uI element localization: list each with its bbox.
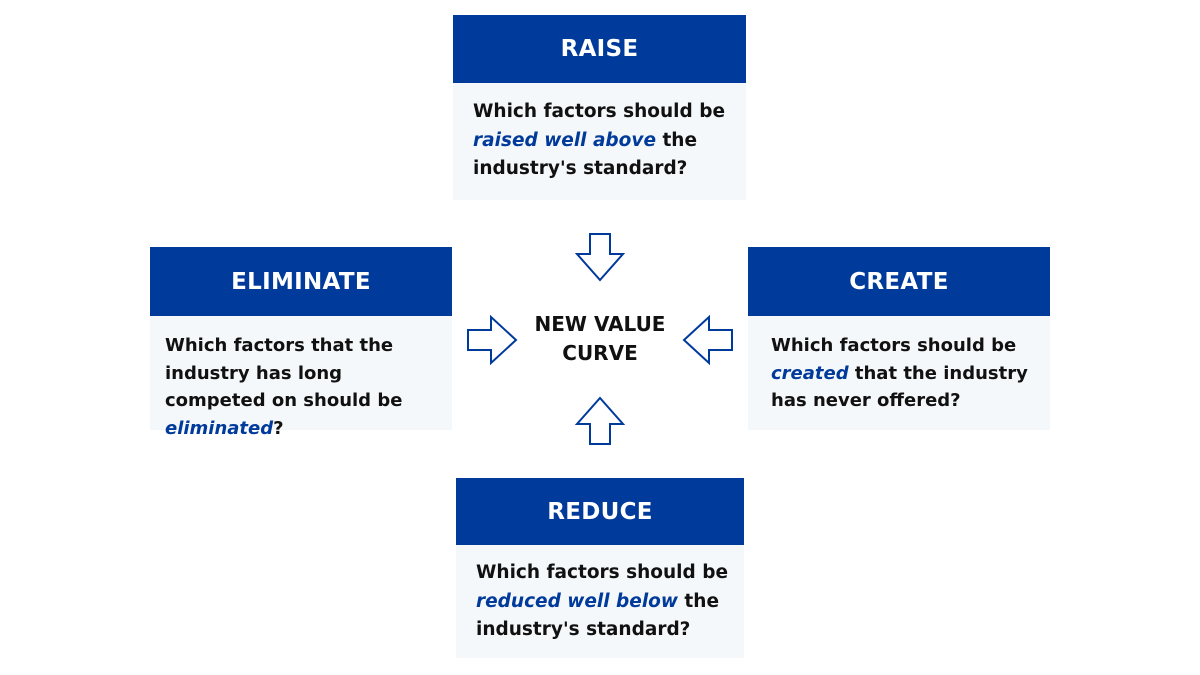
eliminate-question-before: Which factors that the industry has long…	[165, 335, 403, 411]
reduce-question-after: the industry's standard?	[476, 590, 719, 641]
raise-question: Which factors should be raised well abov…	[453, 83, 746, 184]
create-title: CREATE	[748, 247, 1050, 316]
eliminate-title: ELIMINATE	[150, 247, 452, 316]
reduce-card: REDUCE Which factors should be reduced w…	[456, 478, 744, 658]
eliminate-question-after: ?	[273, 417, 284, 439]
center-label-line1: NEW VALUE	[534, 312, 666, 336]
create-question-after: that the industry has never offered?	[771, 362, 1028, 412]
raise-card: RAISE Which factors should be raised wel…	[453, 15, 746, 200]
arrow-right-icon	[467, 315, 518, 365]
arrow-up-icon	[574, 396, 626, 445]
reduce-question-before: Which factors should be	[476, 562, 728, 583]
reduce-title: REDUCE	[456, 478, 744, 545]
raise-question-after: the industry's standard?	[473, 129, 698, 180]
reduce-question: Which factors should be reduced well bel…	[456, 545, 744, 645]
create-card: CREATE Which factors should be created t…	[748, 247, 1050, 430]
center-label-line2: CURVE	[562, 341, 638, 365]
eliminate-card: ELIMINATE Which factors that the industr…	[150, 247, 452, 439]
create-question: Which factors should be created that the…	[748, 316, 1050, 415]
eliminate-question-emphasis: eliminated	[165, 417, 274, 439]
raise-title: RAISE	[453, 15, 746, 83]
eliminate-question: Which factors that the industry has long…	[150, 316, 452, 442]
reduce-question-emphasis: reduced well below	[476, 590, 678, 612]
create-question-emphasis: created	[771, 362, 849, 384]
raise-question-emphasis: raised well above	[473, 129, 656, 151]
center-label: NEW VALUE CURVE	[520, 310, 680, 368]
arrow-left-icon	[682, 315, 733, 365]
arrow-down-icon	[574, 233, 626, 282]
create-question-before: Which factors should be	[771, 335, 1017, 356]
raise-question-before: Which factors should be	[473, 101, 725, 122]
